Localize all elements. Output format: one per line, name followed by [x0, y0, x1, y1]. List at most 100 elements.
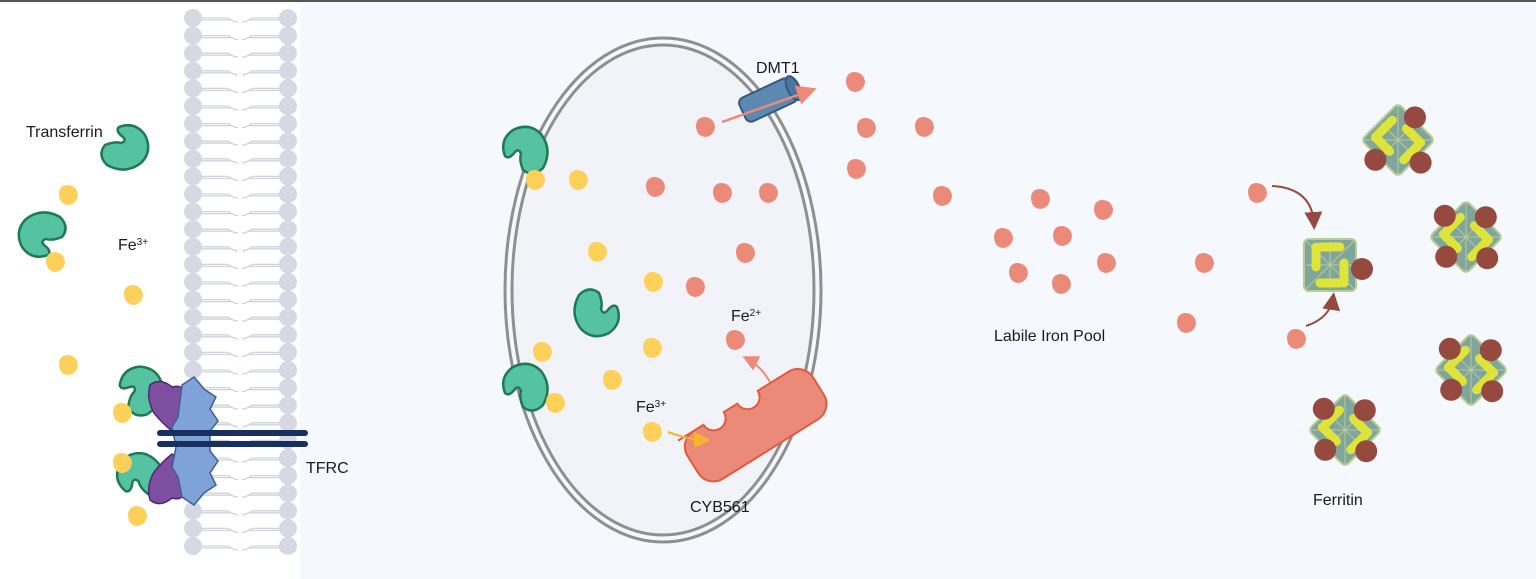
- lipid-tail: [241, 422, 280, 428]
- fe3-ion: [643, 422, 662, 442]
- lipid-tail: [201, 316, 239, 322]
- transferrin-shape: [573, 288, 620, 338]
- ferritin-subunit: [1441, 212, 1465, 236]
- lipid-head: [279, 185, 297, 203]
- lipid-tail: [241, 17, 280, 23]
- transferrin-protein: [573, 288, 620, 338]
- ferritin-iron: [1403, 106, 1426, 129]
- lipid-head: [279, 149, 297, 168]
- fe2-ion: [1094, 200, 1113, 220]
- lipid-head: [184, 237, 202, 256]
- fe3-ion: [546, 393, 565, 413]
- label-fe3-outside: Fe3+: [118, 237, 148, 254]
- ferritin-iron: [1440, 378, 1463, 401]
- lipid-tail: [241, 510, 280, 516]
- label-cyb561: CYB561: [690, 499, 750, 516]
- tfrc-receptor: [147, 376, 308, 506]
- lipid-head: [279, 273, 297, 291]
- transferrin-protein: [17, 211, 67, 258]
- lipid-tail: [241, 175, 280, 182]
- lipid-tail: [241, 158, 280, 164]
- fe3-ion: [526, 170, 545, 190]
- lipid-head: [279, 132, 297, 151]
- ferritin-loading-arrow-bottom: [1305, 292, 1341, 327]
- lipid-tail: [201, 351, 239, 358]
- lipid-head: [184, 220, 202, 239]
- lipid-tail: [241, 527, 280, 534]
- lipid-tail: [241, 210, 280, 217]
- fe2-ion: [1177, 313, 1196, 333]
- lipid-tail: [241, 263, 280, 270]
- lipid-head: [184, 114, 202, 133]
- lipid-head: [279, 343, 297, 362]
- lipid-head: [184, 61, 202, 80]
- fe2-ion: [1097, 253, 1116, 273]
- lipid-head: [279, 466, 297, 485]
- lipid-tail: [241, 87, 280, 94]
- top-border: [0, 0, 1536, 2]
- lipid-head: [184, 343, 202, 362]
- lipid-head: [279, 79, 297, 98]
- lipid-head: [184, 26, 202, 45]
- ferritin-iron: [1314, 438, 1337, 461]
- lipid-tail: [201, 34, 239, 41]
- lipid-head: [279, 237, 297, 256]
- ferritin-subunit: [1446, 345, 1470, 369]
- fe2-ion: [847, 159, 866, 179]
- ferritin-complex: [1435, 334, 1507, 406]
- fe3-ion: [128, 506, 147, 526]
- lipid-head: [184, 149, 202, 168]
- lipid-head: [279, 26, 297, 45]
- lipid-tail: [201, 158, 239, 164]
- fe2-ion: [1287, 329, 1306, 349]
- label-transferrin: Transferrin: [26, 124, 103, 141]
- ferritin-iron: [1479, 339, 1502, 362]
- ferritin-iron: [1353, 399, 1376, 422]
- fe3-ion: [113, 453, 132, 473]
- ferritin-subunit: [1469, 221, 1494, 245]
- ferritin-iron: [1355, 440, 1378, 463]
- ferritin-iron: [1433, 204, 1456, 227]
- ferritin-subunit: [1443, 362, 1468, 386]
- fe2-ion: [915, 117, 934, 137]
- lipid-head: [279, 290, 297, 309]
- lipid-tail: [201, 210, 239, 217]
- lipid-tail: [201, 175, 239, 182]
- lipid-head: [184, 44, 202, 63]
- lipid-tail: [241, 246, 280, 252]
- lipid-tail: [241, 140, 280, 146]
- fe3-ion: [124, 285, 143, 305]
- fe3-ion: [569, 170, 588, 190]
- lipid-head: [279, 325, 297, 344]
- ferritin-subunit: [1373, 115, 1397, 139]
- label-labile-iron-pool: Labile Iron Pool: [994, 328, 1105, 345]
- ferritin-iron: [1476, 247, 1499, 270]
- lipid-head: [279, 255, 297, 274]
- lipid-tail: [241, 105, 280, 111]
- fe3-ion: [113, 403, 132, 423]
- lipid-head: [279, 378, 297, 397]
- fe2-ion: [1053, 226, 1072, 246]
- lipid-head: [279, 501, 297, 520]
- lipid-tail: [201, 369, 239, 375]
- fe2-ion: [846, 72, 865, 92]
- lipid-tail: [201, 52, 239, 58]
- transferrin-shape: [502, 362, 549, 412]
- ferritin-iron: [1312, 397, 1335, 420]
- fe3-ion: [59, 355, 78, 375]
- lipid-tail: [201, 527, 239, 534]
- lipid-tail: [201, 386, 239, 393]
- lipid-head: [184, 97, 202, 115]
- lipid-head: [279, 167, 297, 186]
- label-fe2: Fe2+: [731, 308, 761, 325]
- lipid-head: [184, 290, 202, 309]
- lipid-head: [184, 325, 202, 344]
- lipid-head: [184, 519, 202, 538]
- ferritin-subunit: [1370, 132, 1395, 156]
- fe2-ion: [1248, 183, 1267, 203]
- transferrin-shape: [17, 211, 67, 258]
- lipid-head: [279, 519, 297, 538]
- lipid-tail: [241, 386, 280, 393]
- fe2-ion: [736, 243, 755, 263]
- ferritin-iron: [1481, 380, 1504, 403]
